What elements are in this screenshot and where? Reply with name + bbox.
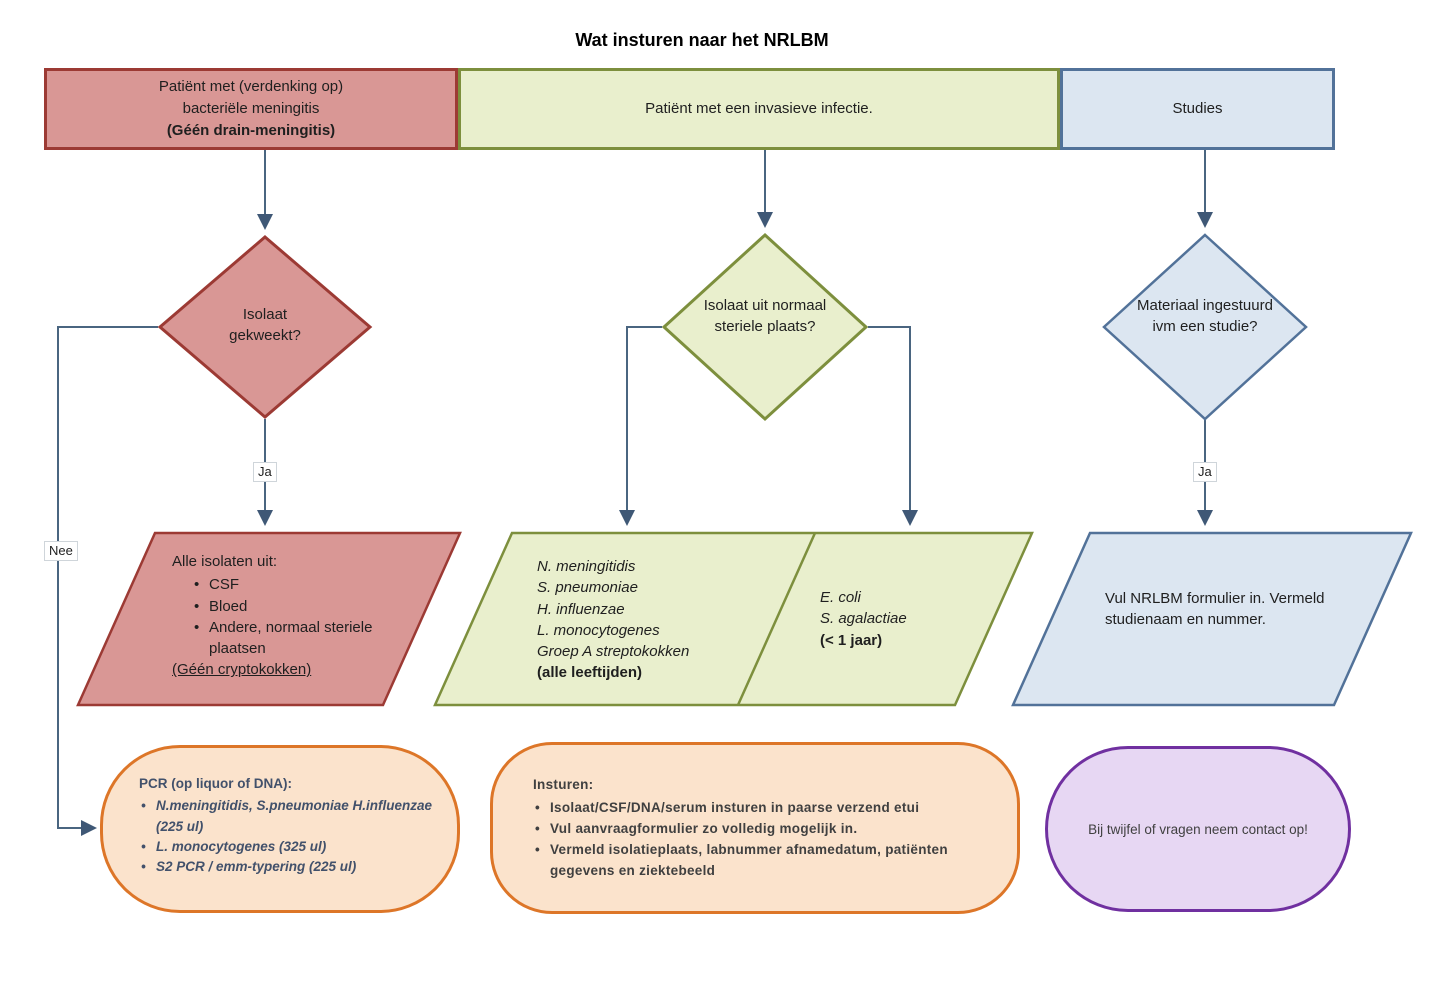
list-item: Isolaat/CSF/DNA/serum insturen in paarse… — [533, 798, 989, 819]
header-invasive-label: Patiënt met een invasieve infectie. — [645, 100, 873, 118]
list-item: Vul aanvraagformulier zo volledig mogeli… — [533, 819, 989, 840]
connector-lines — [57, 150, 1213, 836]
page-title: Wat insturen naar het NRLBM — [575, 30, 829, 50]
list-item: Groep A streptokokken — [537, 643, 690, 661]
header-meningitis-line1: Patiënt met (verdenking op) — [158, 78, 344, 96]
decision-text-meningitis: Isolaat gekweekt? — [229, 306, 301, 344]
action-box-insturen: Insturen: Isolaat/CSF/DNA/serum insturen… — [490, 742, 1020, 914]
label-ja-studies: Ja — [1193, 462, 1217, 482]
list-item: L. monocytogenes — [537, 621, 660, 639]
list-item: E. coli — [820, 589, 861, 606]
list-item: CSF — [192, 574, 412, 596]
decision-diamond-meningitis — [157, 235, 373, 419]
result-invasive-left-note: (alle leeftijden) — [537, 664, 643, 682]
arrow-red-nee — [57, 326, 158, 836]
action-insturen-list: Isolaat/CSF/DNA/serum insturen in paarse… — [533, 798, 989, 882]
action-pcr-title: PCR (op liquor of DNA): — [139, 776, 292, 791]
header-meningitis-line3: (Géén drain-meningitis) — [166, 121, 336, 139]
decision-text-invasive: Isolaat uit normaal steriele plaats? — [703, 297, 827, 335]
decision-diamond-invasive — [661, 232, 869, 422]
list-item: Vermeld isolatieplaats, labnummer afname… — [533, 840, 989, 882]
arrow-green-left-branch — [619, 326, 662, 526]
list-item: S2 PCR / emm-typering (225 ul) — [139, 857, 439, 878]
decision-text-studies: Materiaal ingestuurd ivm een studie? — [1137, 297, 1273, 335]
result-parallelogram-invasive — [433, 531, 1034, 707]
list-item: S. agalactiae — [820, 610, 907, 628]
list-item: S. pneumoniae — [537, 579, 638, 597]
decision-diamond-studies — [1102, 233, 1308, 421]
list-item: Bloed — [192, 596, 412, 618]
result-studies: Vul NRLBM formulier in. Vermeld studiena… — [1105, 590, 1325, 629]
header-meningitis-line2: bacteriële meningitis — [182, 100, 320, 118]
result-invasive-right: E. coli S. agalactiae (< 1 jaar) — [820, 587, 995, 651]
list-item: H. influenzae — [537, 600, 625, 618]
action-insturen-title: Insturen: — [533, 777, 594, 792]
result-parallelogram-divider — [736, 532, 817, 706]
list-item: N.meningitidis, S.pneumoniae H.influenza… — [139, 796, 439, 837]
result-invasive-right-note: (< 1 jaar) — [820, 631, 883, 649]
list-item: L. monocytogenes (325 ul) — [139, 837, 439, 858]
action-box-contact: Bij twijfel of vragen neem contact op! — [1045, 746, 1351, 912]
list-item: Andere, normaal steriele plaatsen — [192, 617, 399, 660]
result-parallelogram-studies — [1011, 531, 1413, 707]
result-meningitis-title: Alle isolaten uit: — [172, 553, 278, 570]
result-meningitis-list: CSF Bloed Andere, normaal steriele plaat… — [192, 574, 412, 659]
header-studies-label: Studies — [1172, 100, 1223, 118]
result-invasive-left: N. meningitidis S. pneumoniae H. influen… — [537, 556, 797, 684]
list-item: N. meningitidis — [537, 558, 636, 575]
arrow-green-right-branch — [868, 326, 918, 526]
action-contact-text: Bij twijfel of vragen neem contact op! — [1088, 821, 1308, 837]
label-nee-meningitis: Nee — [44, 541, 78, 561]
label-ja-meningitis: Ja — [253, 462, 277, 482]
header-meningitis: Patiënt met (verdenking op) bacteriële m… — [44, 68, 458, 150]
header-studies: Studies — [1060, 68, 1335, 150]
action-box-pcr: PCR (op liquor of DNA): N.meningitidis, … — [100, 745, 460, 913]
result-meningitis-note: (Géén cryptokokken) — [172, 661, 312, 679]
header-invasive: Patiënt met een invasieve infectie. — [458, 68, 1060, 150]
action-pcr-list: N.meningitidis, S.pneumoniae H.influenza… — [139, 796, 439, 877]
result-meningitis: Alle isolaten uit: CSF Bloed Andere, nor… — [172, 551, 412, 681]
